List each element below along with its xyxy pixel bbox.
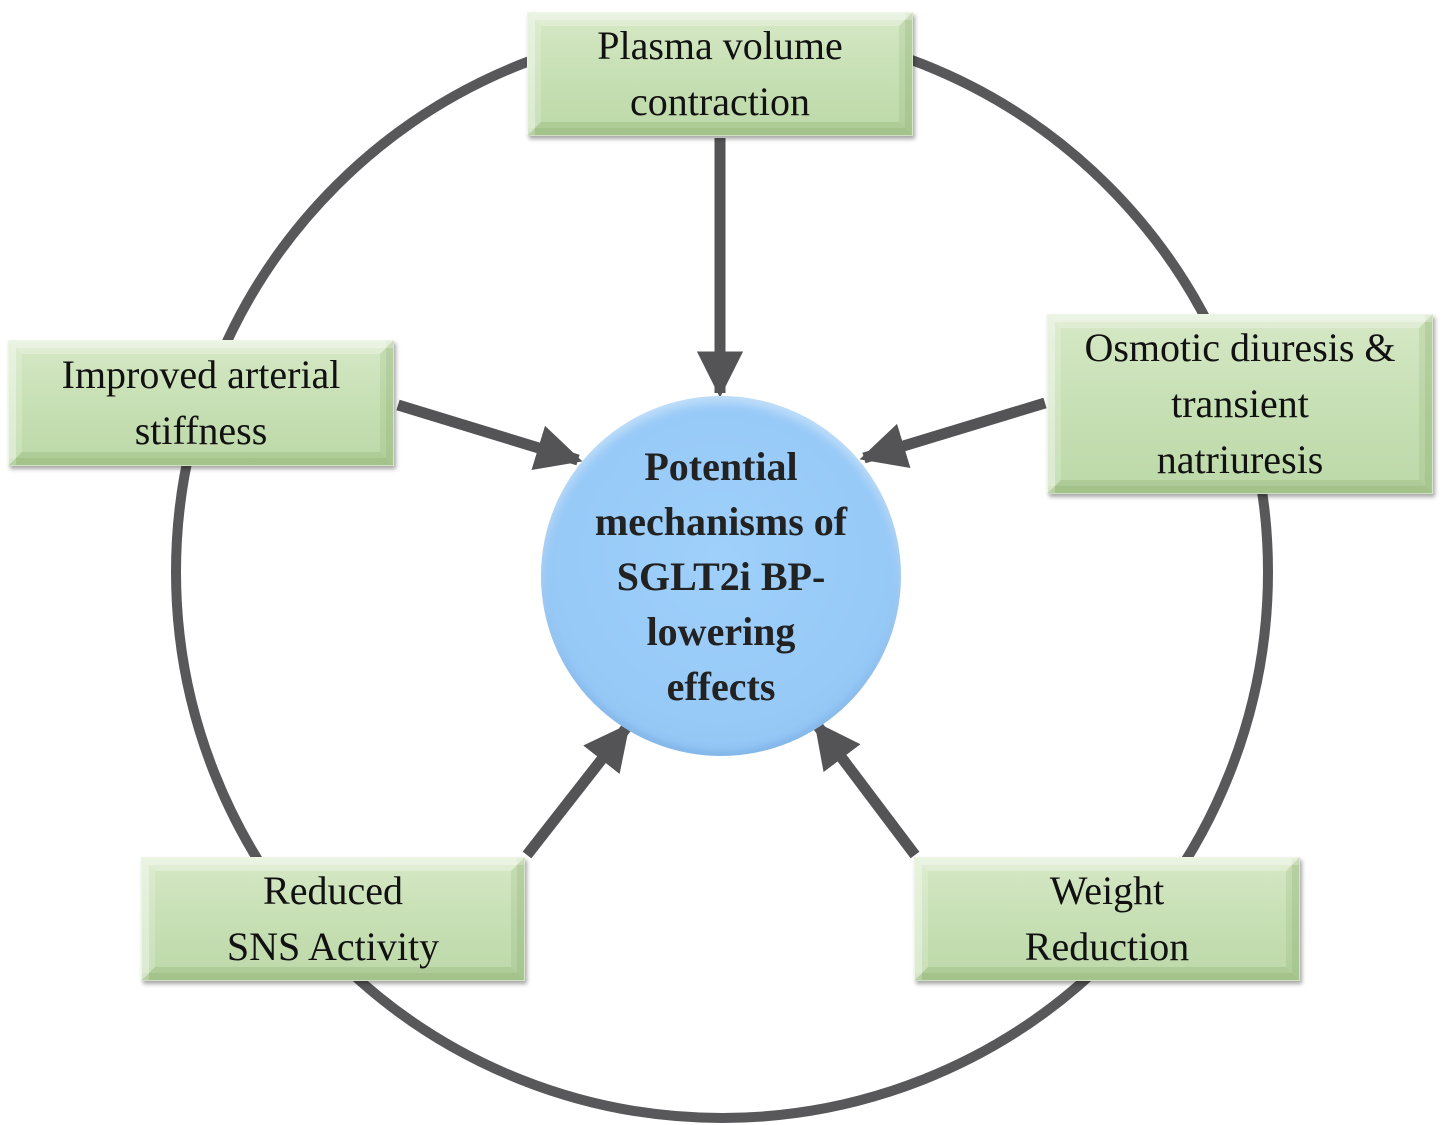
node-osmotic-diuresis: Osmotic diuresis & transient natriuresis [1047, 314, 1433, 494]
node-label-line: Osmotic diuresis & [1084, 325, 1396, 370]
center-line: effects [666, 663, 776, 709]
center-line: lowering [646, 608, 796, 654]
center-line: SGLT2i BP- [616, 553, 826, 599]
arrow-weight-to-center [812, 721, 920, 859]
node-label-line: contraction [630, 79, 810, 124]
arrow-sns-to-center [522, 723, 632, 859]
node-label-line: stiffness [134, 408, 268, 453]
node-label-line: Improved arterial [61, 352, 341, 397]
center-line: Potential [644, 443, 798, 489]
node-label-line: Weight [1049, 868, 1165, 913]
node-plasma-volume-contraction: Plasma volume contraction [527, 12, 913, 136]
node-weight-reduction: Weight Reduction [914, 857, 1300, 981]
node-label-line: Plasma volume [597, 23, 843, 68]
node-label-line: SNS Activity [226, 924, 440, 969]
node-label-line: Reduction [1024, 924, 1190, 969]
node-label-line: transient [1171, 381, 1309, 426]
center-line: mechanisms of [594, 498, 848, 544]
arrow-osmotic-to-center [859, 397, 1047, 469]
node-improved-arterial-stiffness: Improved arterial stiffness [8, 340, 394, 466]
arrow-layer [396, 138, 1047, 859]
node-label-line: Reduced [263, 868, 403, 913]
node-reduced-sns-activity: Reduced SNS Activity [141, 857, 525, 981]
arrow-arterial-to-center [396, 399, 583, 470]
center-node: Potential mechanisms of SGLT2i BP- lower… [541, 396, 901, 756]
node-label-line: natriuresis [1156, 437, 1324, 482]
